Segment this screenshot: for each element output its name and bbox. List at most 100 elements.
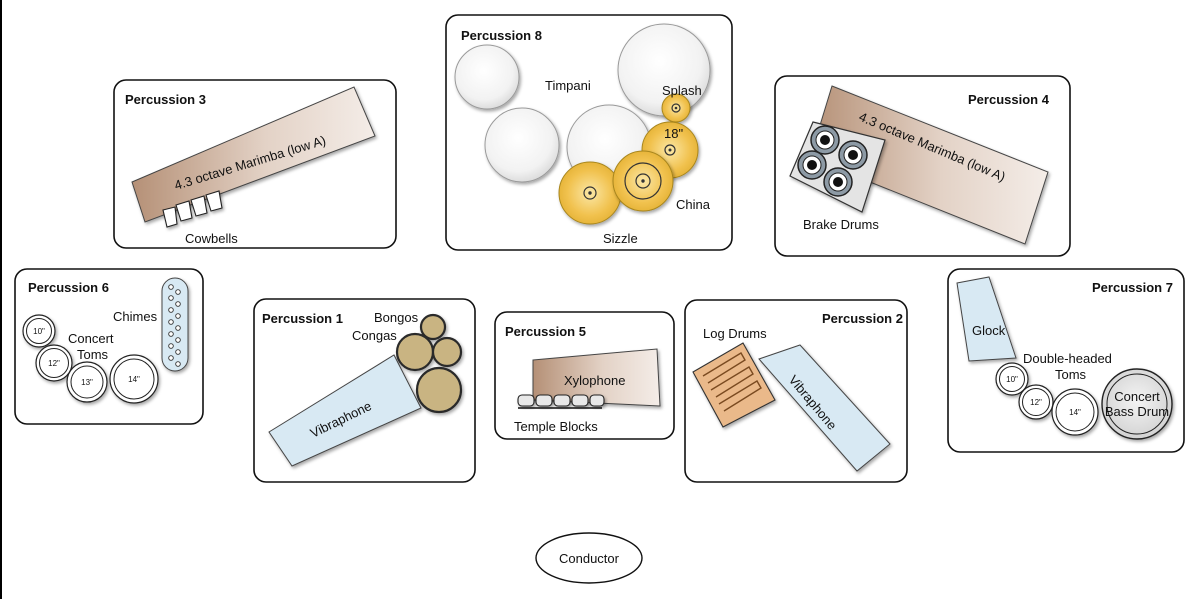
conga-drum <box>415 366 463 414</box>
bass-drum-head <box>1106 373 1168 435</box>
log-drum-slot <box>718 380 762 412</box>
group-title: Percussion 4 <box>968 92 1050 107</box>
log-drum-slot <box>710 366 754 398</box>
chime-tube <box>175 361 181 367</box>
tom-head <box>26 318 52 344</box>
concert-bass-drum <box>1101 368 1173 440</box>
temple-block <box>571 394 589 407</box>
splash-label: Splash <box>662 83 702 98</box>
group-title: Percussion 1 <box>262 311 343 326</box>
bongo-drum <box>419 313 447 341</box>
chime-tube <box>168 307 174 313</box>
tom-size: 10" <box>33 327 45 336</box>
tom-head <box>999 366 1025 392</box>
xylophone-label: Xylophone <box>564 373 625 388</box>
conductor-label: Conductor <box>559 551 620 566</box>
vibraphone <box>268 354 422 467</box>
group-percussion-7: Percussion 7 Glock Double-headed Toms 10… <box>947 268 1185 453</box>
bass-drum-label-2: Bass Drum <box>1105 404 1169 419</box>
double-headed-toms-label-1: Double-headed <box>1023 351 1112 366</box>
sizzle-label: Sizzle <box>603 231 638 246</box>
cymbal-bell <box>664 144 676 156</box>
cowbell <box>190 195 208 217</box>
tom-head <box>1055 392 1095 432</box>
page-edge <box>0 0 2 599</box>
tom-head <box>1022 388 1050 416</box>
temple-blocks <box>517 394 605 407</box>
china-label: China <box>676 197 711 212</box>
tom-size: 12" <box>1030 398 1042 407</box>
group-percussion-8: Percussion 8 Timpani Splash 18" China Si… <box>445 14 733 251</box>
cymbal-hole <box>668 148 672 152</box>
temple-blocks-label: Temple Blocks <box>514 419 598 434</box>
brake-drum-center <box>807 160 817 170</box>
chime-tube <box>168 319 174 325</box>
group-title: Percussion 7 <box>1092 280 1173 295</box>
chime-tube <box>168 343 174 349</box>
cymbal-bell <box>671 103 681 113</box>
chime-tube <box>175 313 181 319</box>
tom-size: 12" <box>48 359 60 368</box>
double-headed-toms-label-2: Toms <box>1055 367 1087 382</box>
chime-tube <box>175 337 181 343</box>
cowbells-label: Cowbells <box>185 231 238 246</box>
tom-head <box>70 365 104 399</box>
brake-drum-center <box>820 135 830 145</box>
chime-tube <box>168 284 174 290</box>
xylophone <box>532 348 661 407</box>
double-headed-toms: 10" 12" 14" <box>995 362 1099 436</box>
chime-tube <box>175 325 181 331</box>
group-percussion-1: Percussion 1 Vibraphone Bongos Congas <box>253 298 476 483</box>
temple-block <box>517 394 535 407</box>
chime-tube <box>175 289 181 295</box>
brake-drums <box>797 125 868 197</box>
cowbell <box>205 190 223 212</box>
chime-tube <box>168 295 174 301</box>
glock-label: Glock <box>972 323 1006 338</box>
concert-toms-label-1: Concert <box>68 331 114 346</box>
glockenspiel <box>956 276 1017 362</box>
brake-drum-center <box>833 177 843 187</box>
conductor: Conductor <box>535 532 643 584</box>
cymbal-bell <box>635 173 651 189</box>
log-drum-slot <box>702 352 746 384</box>
log-drum-slots <box>702 352 762 412</box>
temple-block <box>535 394 553 407</box>
concert-toms-label-2: Toms <box>77 347 109 362</box>
group-percussion-3: Percussion 3 4.3 octave Marimba (low A) … <box>113 79 397 249</box>
group-percussion-5: Percussion 5 Xylophone Temple Blocks <box>494 311 675 440</box>
cymbal-hole <box>641 179 645 183</box>
group-title: Percussion 8 <box>461 28 542 43</box>
tom-head <box>113 358 155 400</box>
timpani-drum <box>454 44 520 110</box>
chime-tube <box>175 349 181 355</box>
cymbal-18-label: 18" <box>664 126 683 141</box>
chime-tube <box>168 355 174 361</box>
timpani-drum <box>484 107 560 183</box>
cymbal-hole <box>588 191 592 195</box>
cowbell <box>162 206 178 228</box>
tom-size: 10" <box>1006 375 1018 384</box>
chime-tube <box>175 301 181 307</box>
cymbal-ring <box>624 162 662 200</box>
group-percussion-4: Percussion 4 4.3 octave Marimba (low A) … <box>774 75 1071 257</box>
brake-drums-label: Brake Drums <box>803 217 879 232</box>
tom-size: 13" <box>81 378 93 387</box>
log-drums-label: Log Drums <box>703 326 767 341</box>
group-title: Percussion 3 <box>125 92 206 107</box>
cymbal-bell <box>583 186 597 200</box>
tom-head <box>39 348 69 378</box>
brake-drum-center <box>848 150 858 160</box>
congas-label: Congas <box>352 328 397 343</box>
chime-tubes <box>168 284 181 367</box>
chime-tube <box>168 331 174 337</box>
chimes-label: Chimes <box>113 309 158 324</box>
tom-size: 14" <box>1069 408 1081 417</box>
timpani-label: Timpani <box>545 78 591 93</box>
conga-drum <box>431 336 463 368</box>
bongos-label: Bongos <box>374 310 419 325</box>
group-title: Percussion 5 <box>505 324 586 339</box>
bass-drum-label-1: Concert <box>1114 389 1160 404</box>
group-percussion-6: Percussion 6 Chimes Concert Toms 10" <box>14 268 204 425</box>
